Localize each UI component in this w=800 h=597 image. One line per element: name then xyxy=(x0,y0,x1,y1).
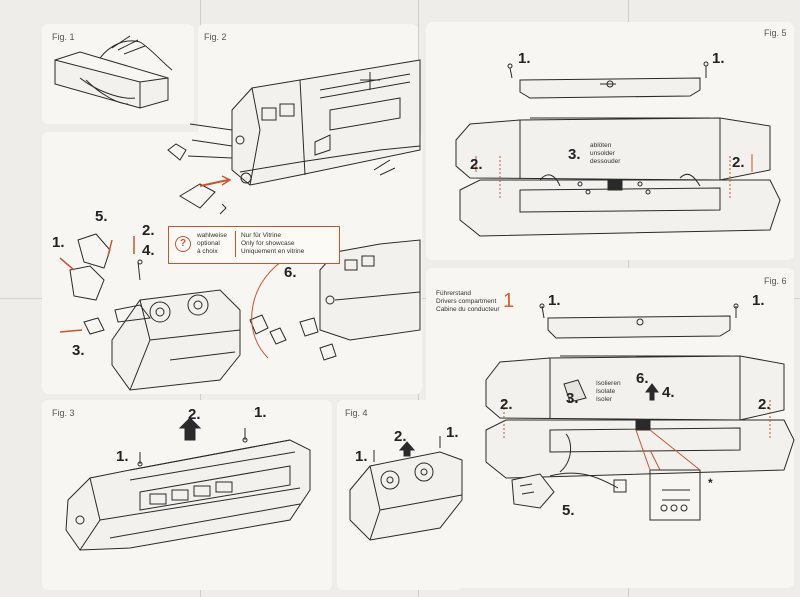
fig1-label: Fig. 1 xyxy=(52,32,75,42)
fig2-note-box: ? wahlweise optional à choix Nur für Vit… xyxy=(168,226,340,264)
fig2-loco-front xyxy=(167,59,421,215)
fig6-step-2: 2. xyxy=(500,396,513,413)
fig5-step-2: 2. xyxy=(470,156,483,173)
fig6-step-1: 1. xyxy=(548,292,561,309)
fig4-chassis xyxy=(349,436,463,541)
fig5-step-1: 1. xyxy=(518,50,531,67)
note-left-1: wahlweise xyxy=(197,232,227,239)
fig6-label: Fig. 6 xyxy=(764,276,787,286)
fig2-step-2: 2. xyxy=(142,222,155,239)
fig3-step-1b: 1. xyxy=(254,404,267,421)
fig3-up-arrow xyxy=(178,417,202,441)
fig5-note-1: ablöten xyxy=(590,142,612,149)
fig6-step-1b: 1. xyxy=(752,292,765,309)
fig6-step-6: 6. xyxy=(636,370,649,387)
note-right-1: Nur für Vitrine xyxy=(241,232,281,239)
fig2-step-3: 3. xyxy=(72,342,85,359)
fig3-step-2: 2. xyxy=(188,406,201,423)
fig5-chassis xyxy=(455,61,781,237)
fig3-step-1: 1. xyxy=(116,448,129,465)
fig6-header-number: 1 xyxy=(503,290,515,312)
fig2-bogie xyxy=(69,233,421,391)
fig4-label: Fig. 4 xyxy=(345,408,368,418)
warning-icon: ? xyxy=(175,236,191,252)
fig6-header-3: Cabine du conducteur xyxy=(436,306,500,313)
fig5-note-3: dessouder xyxy=(590,158,621,165)
fig3-loco xyxy=(65,428,311,551)
fig6-note-2: Isolate xyxy=(596,388,616,395)
note-left-3: à choix xyxy=(197,248,218,255)
fig5-label: Fig. 5 xyxy=(764,28,787,38)
note-right-3: Uniquement en vitrine xyxy=(241,248,305,255)
fig2-arrow xyxy=(199,179,229,187)
fig2-step-5: 5. xyxy=(95,208,108,225)
fig2-step-4: 4. xyxy=(142,242,155,259)
fig5-step-1b: 1. xyxy=(712,50,725,67)
note-divider xyxy=(235,231,236,257)
fig3-label: Fig. 3 xyxy=(52,408,75,418)
fig5-step-3: 3. xyxy=(568,146,581,163)
fig4-step-1: 1. xyxy=(355,448,368,465)
fig2-step-1: 1. xyxy=(52,234,65,251)
fig4-step-1b: 1. xyxy=(446,424,459,441)
fig6-step-2b: 2. xyxy=(758,396,771,413)
fig4-step-2: 2. xyxy=(394,428,407,445)
fig6-chassis xyxy=(485,303,795,521)
fig6-asterisk: * xyxy=(708,476,713,490)
fig6-note-1: Isolieren xyxy=(596,380,621,387)
fig6-note-3: Isoler xyxy=(596,396,612,403)
note-right-2: Only for showcase xyxy=(241,240,295,247)
fig6-step-5: 5. xyxy=(562,502,575,519)
fig5-note-2: unsolder xyxy=(590,150,615,157)
fig6-step-3: 3. xyxy=(566,390,579,407)
fig6-header-2: Drivers compartment xyxy=(436,298,497,305)
fig1-drawing xyxy=(54,35,173,109)
fig5-step-2b: 2. xyxy=(732,154,745,171)
note-left-2: optional xyxy=(197,240,220,247)
fig2-step-6: 6. xyxy=(284,264,297,281)
fig6-step-4: 4. xyxy=(662,384,675,401)
fig2-label: Fig. 2 xyxy=(204,32,227,42)
fig6-header-1: Führerstand xyxy=(436,290,472,297)
